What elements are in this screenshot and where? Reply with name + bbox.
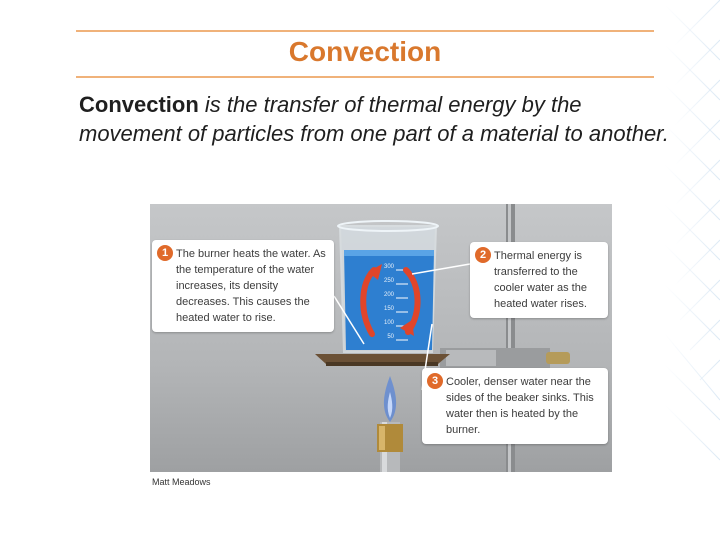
callout-text: The burner heats the water. As the tempe…	[176, 248, 326, 324]
definition-text: is the transfer of thermal energy by the…	[79, 92, 669, 146]
title-rule-bottom	[76, 76, 654, 78]
beaker-mark-label: 50	[387, 334, 394, 340]
beaker-mark-label: 250	[384, 278, 395, 284]
callout-number-badge: 3	[427, 373, 443, 389]
beaker-mark-label: 100	[384, 320, 395, 326]
callout-number-badge: 1	[157, 245, 173, 261]
arrow-head-left	[368, 264, 382, 280]
photo-credit: Matt Meadows	[152, 477, 211, 487]
callout-3: 3 Cooler, denser water near the sides of…	[422, 368, 608, 444]
callout-text: Thermal energy is transferred to the coo…	[494, 250, 587, 310]
callout-text: Cooler, denser water near the sides of t…	[446, 376, 594, 436]
definition-term: Convection	[79, 92, 199, 117]
callout-2: 2 Thermal energy is transferred to the c…	[470, 242, 608, 318]
beaker-mark-label: 150	[384, 306, 395, 312]
clamp-screw	[546, 352, 570, 364]
callout-number-badge: 2	[475, 247, 491, 263]
definition-paragraph: Convection is the transfer of thermal en…	[79, 90, 679, 148]
title-rule-top	[76, 30, 654, 32]
arrow-head-right	[400, 320, 414, 336]
convection-figure: 300 250 200 150 100 50 1 The burner heat…	[150, 204, 612, 472]
callout-1: 1 The burner heats the water. As the tem…	[152, 240, 334, 332]
beaker-mark-label: 200	[384, 292, 395, 298]
slide-title: Convection	[288, 36, 442, 67]
beaker-illustration: 300 250 200 150 100 50	[315, 204, 570, 472]
wire-gauze-plate	[315, 354, 450, 364]
beaker-mark-label: 300	[384, 264, 395, 270]
